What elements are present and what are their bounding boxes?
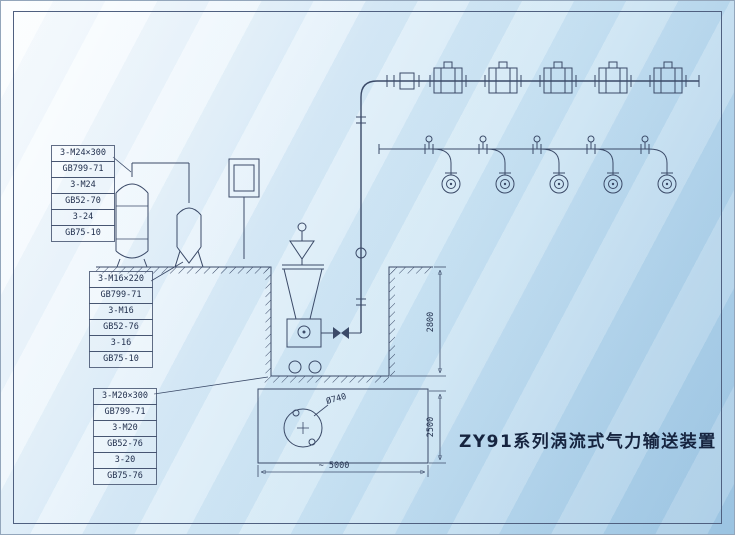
spec-label: GB799-71 [51, 161, 115, 178]
spec-label: 3-M16 [89, 303, 153, 320]
spec-label: 3-M16×220 [89, 271, 153, 288]
blower-unit [484, 61, 522, 94]
outlet-drop [478, 135, 515, 194]
blower-unit [594, 61, 632, 94]
conveying-pipeline [321, 72, 700, 339]
blower-units [429, 61, 687, 94]
spec-label: 3-M20×300 [93, 388, 157, 405]
spec-label: GB75-10 [51, 225, 115, 242]
blower-unit [539, 61, 577, 94]
blower-unit [649, 61, 687, 94]
spec-label: GB52-70 [51, 193, 115, 210]
dim-base-width: ~ 5000 [319, 461, 350, 471]
dim-detail-height: 2500 [426, 417, 436, 437]
spec-label: 3-20 [93, 452, 157, 469]
dim-pit-height: 2800 [426, 312, 436, 332]
drawing-border-frame [13, 11, 722, 524]
spec-label: 3-24 [51, 209, 115, 226]
spec-table-m24: 3-M24×300 GB799-71 3-M24 GB52-70 3-24 GB… [51, 145, 115, 242]
floor-profile [96, 266, 433, 383]
spec-label: GB799-71 [93, 404, 157, 421]
spec-table-m20: 3-M20×300 GB799-71 3-M20 GB52-76 3-20 GB… [93, 388, 157, 485]
spec-table-m16: 3-M16×220 GB799-71 3-M16 GB52-76 3-16 GB… [89, 271, 153, 368]
distribution-header [378, 135, 677, 194]
spec-label: GB75-76 [93, 468, 157, 485]
blower-unit [429, 61, 467, 94]
spec-label: GB799-71 [89, 287, 153, 304]
spec-label: 3-M24×300 [51, 145, 115, 162]
spec-label: GB75-10 [89, 351, 153, 368]
dimensions: 2800 2500 ~ 5000 [257, 266, 446, 477]
outlet-drop [640, 135, 677, 194]
outlet-drop [532, 135, 569, 194]
leader-lines [112, 156, 269, 395]
drawing-title: ZY91系列涡流式气力输送装置 [459, 432, 717, 452]
spec-label: 3-16 [89, 335, 153, 352]
storage-tank [115, 163, 149, 268]
detail-view: Ø740 [257, 388, 429, 464]
dim-rotor-diameter: Ø740 [325, 391, 348, 407]
spec-label: GB52-76 [93, 436, 157, 453]
control-box [228, 158, 260, 259]
feeder-hopper [282, 222, 324, 374]
spec-label: 3-M20 [93, 420, 157, 437]
outlet-drop [586, 135, 623, 194]
spec-label: 3-M24 [51, 177, 115, 194]
outlet-drop [424, 135, 461, 194]
spec-label: GB52-76 [89, 319, 153, 336]
filter-vessel [132, 162, 204, 268]
